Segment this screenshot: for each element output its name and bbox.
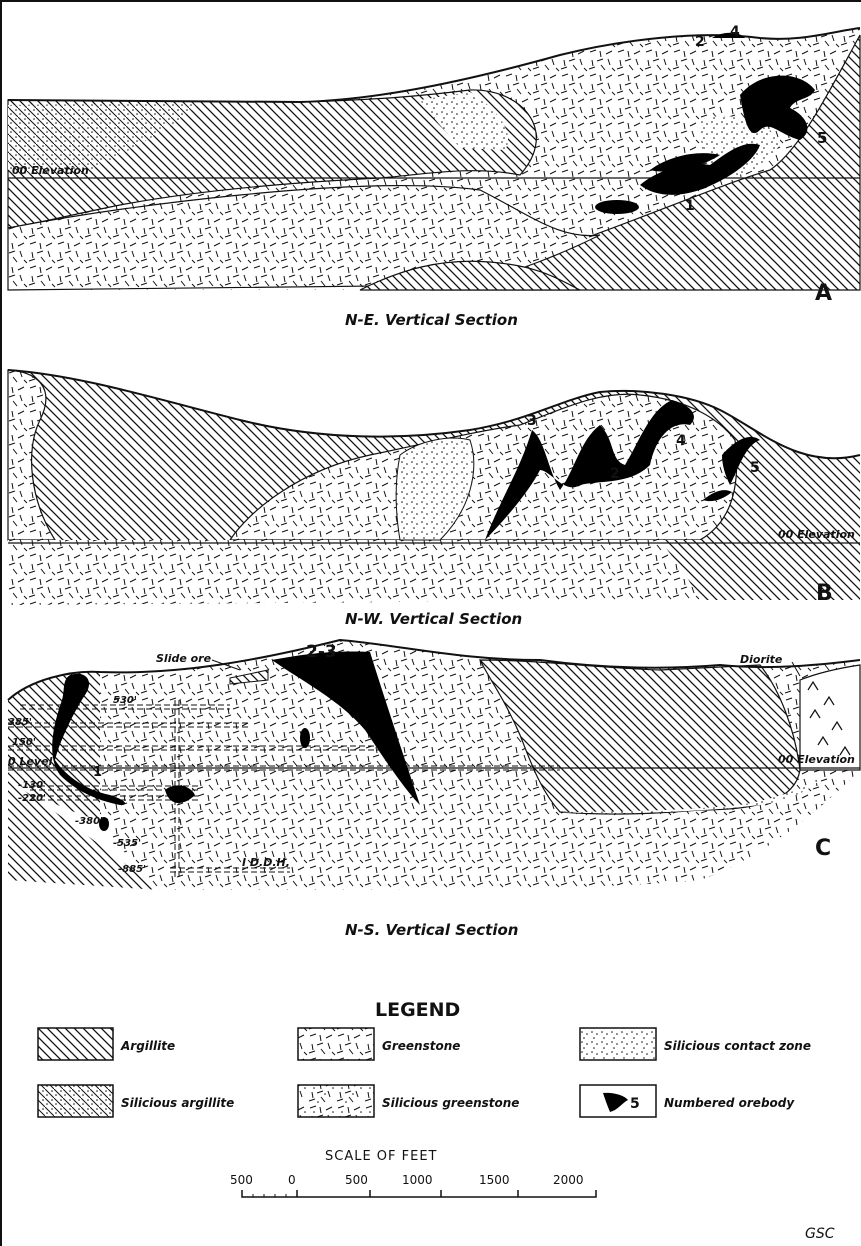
legend-label-silicious-argillite: Silicious argillite	[121, 1096, 234, 1110]
section-c-slide-ore-label: Slide ore	[156, 652, 212, 665]
section-c-orebody-label-1: 1	[93, 765, 102, 780]
section-c-level-0: 0 Level	[8, 755, 53, 768]
legend-swatch-silicious-greenstone	[298, 1085, 374, 1117]
scale-line	[242, 1190, 596, 1197]
section-a-orebody-label-5: 5	[817, 129, 827, 147]
legend-swatch-silicious-argillite	[38, 1085, 113, 1117]
scale-bar: SCALE OF FEET 500 0 500 1000 1500 2000	[230, 1149, 596, 1197]
credit-label: GSC	[805, 1226, 835, 1242]
section-b-letter: B	[816, 581, 833, 606]
scale-tick-500-left: 500	[230, 1173, 253, 1187]
legend: LEGEND Argillite Greenstone Silicious co…	[38, 999, 811, 1117]
section-c-level-130: -130'	[18, 780, 46, 791]
section-c-level-530: 530'	[113, 695, 137, 706]
section-b-orebody-label-2: 2	[610, 466, 620, 482]
section-a-orebody-label-4: 4	[730, 24, 740, 40]
legend-label-orebody: Numbered orebody	[664, 1096, 795, 1110]
scale-ticks: 500 0 500 1000 1500 2000	[230, 1173, 584, 1187]
section-b-orebody-label-5: 5	[750, 460, 760, 476]
section-c-elevation-label: 00 Elevation	[778, 753, 855, 766]
section-c-orebody-small-3	[99, 817, 109, 831]
section-c-level-380: -380'	[75, 816, 103, 827]
section-b: 00 Elevation 3 4 2 5 B N-W. Vertical Sec…	[8, 370, 860, 628]
section-b-orebody-label-4: 4	[676, 433, 686, 449]
section-a-orebody-small	[595, 200, 639, 214]
section-a-elevation-label: 00 Elevation	[12, 164, 89, 177]
legend-label-greenstone: Greenstone	[382, 1039, 460, 1053]
section-b-title: N-W. Vertical Section	[345, 610, 522, 628]
legend-swatch-greenstone	[298, 1028, 374, 1060]
scale-tick-1000: 1000	[402, 1173, 433, 1187]
scale-tick-500: 500	[345, 1173, 368, 1187]
section-a: 00 Elevation 2 4 5 1 A N-E. Vertical Sec…	[8, 24, 860, 329]
section-c: 00 Elevation 530' 385' 150' 0 Level -130…	[8, 640, 860, 939]
section-c-level-385: 385'	[8, 717, 32, 728]
section-c-orebody-small-2	[300, 728, 310, 748]
legend-swatch-contact-zone	[580, 1028, 656, 1060]
section-c-diorite-label: Diorite	[740, 653, 783, 666]
scale-tick-0: 0	[288, 1173, 296, 1187]
section-a-orebody-2-4	[712, 33, 745, 38]
legend-label-argillite: Argillite	[120, 1039, 175, 1053]
section-a-title: N-E. Vertical Section	[345, 311, 518, 329]
scale-title: SCALE OF FEET	[325, 1149, 438, 1164]
section-c-level-885: -885'	[118, 864, 146, 875]
section-a-letter: A	[815, 281, 832, 306]
legend-title: LEGEND	[375, 999, 460, 1021]
legend-orebody-number: 5	[630, 1096, 640, 1112]
section-c-ddh-label: I D.D.H.	[242, 856, 290, 869]
section-a-orebody-label-2: 2	[695, 34, 705, 50]
section-c-orebody-label-2-3: 2-3	[306, 642, 337, 662]
legend-label-silicious-greenstone: Silicious greenstone	[382, 1096, 519, 1110]
scale-tick-2000: 2000	[553, 1173, 584, 1187]
section-a-orebody-label-1: 1	[685, 198, 695, 214]
scale-tick-1500: 1500	[479, 1173, 510, 1187]
section-c-title: N-S. Vertical Section	[345, 921, 518, 939]
legend-swatch-argillite	[38, 1028, 113, 1060]
section-b-elevation-label: 00 Elevation	[778, 528, 855, 541]
legend-label-contact-zone: Silicious contact zone	[664, 1039, 811, 1053]
section-c-level-220: -220'	[18, 793, 46, 804]
section-b-orebody-label-3: 3	[527, 413, 537, 429]
section-c-level-150: 150'	[12, 737, 36, 748]
section-c-level-535: -535'	[113, 838, 141, 849]
section-c-letter: C	[815, 836, 831, 861]
